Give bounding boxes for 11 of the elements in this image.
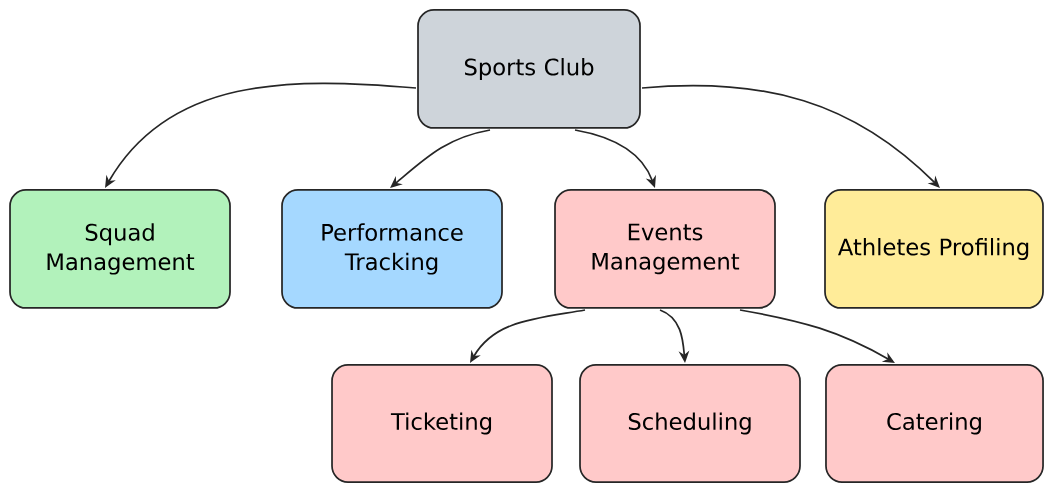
process-box: Events Management (554, 189, 776, 309)
arrow (390, 129, 491, 188)
arrow (641, 84, 940, 188)
process-box: Scheduling (579, 364, 801, 483)
process-box: Catering (825, 364, 1044, 483)
process-box: Athletes Profiling (824, 189, 1044, 309)
process-box: Sports Club (417, 9, 641, 129)
process-box: Squad Management (9, 189, 231, 309)
arrow (739, 309, 895, 363)
process-box: Performance Tracking (281, 189, 503, 309)
process-box: Ticketing (331, 364, 553, 483)
